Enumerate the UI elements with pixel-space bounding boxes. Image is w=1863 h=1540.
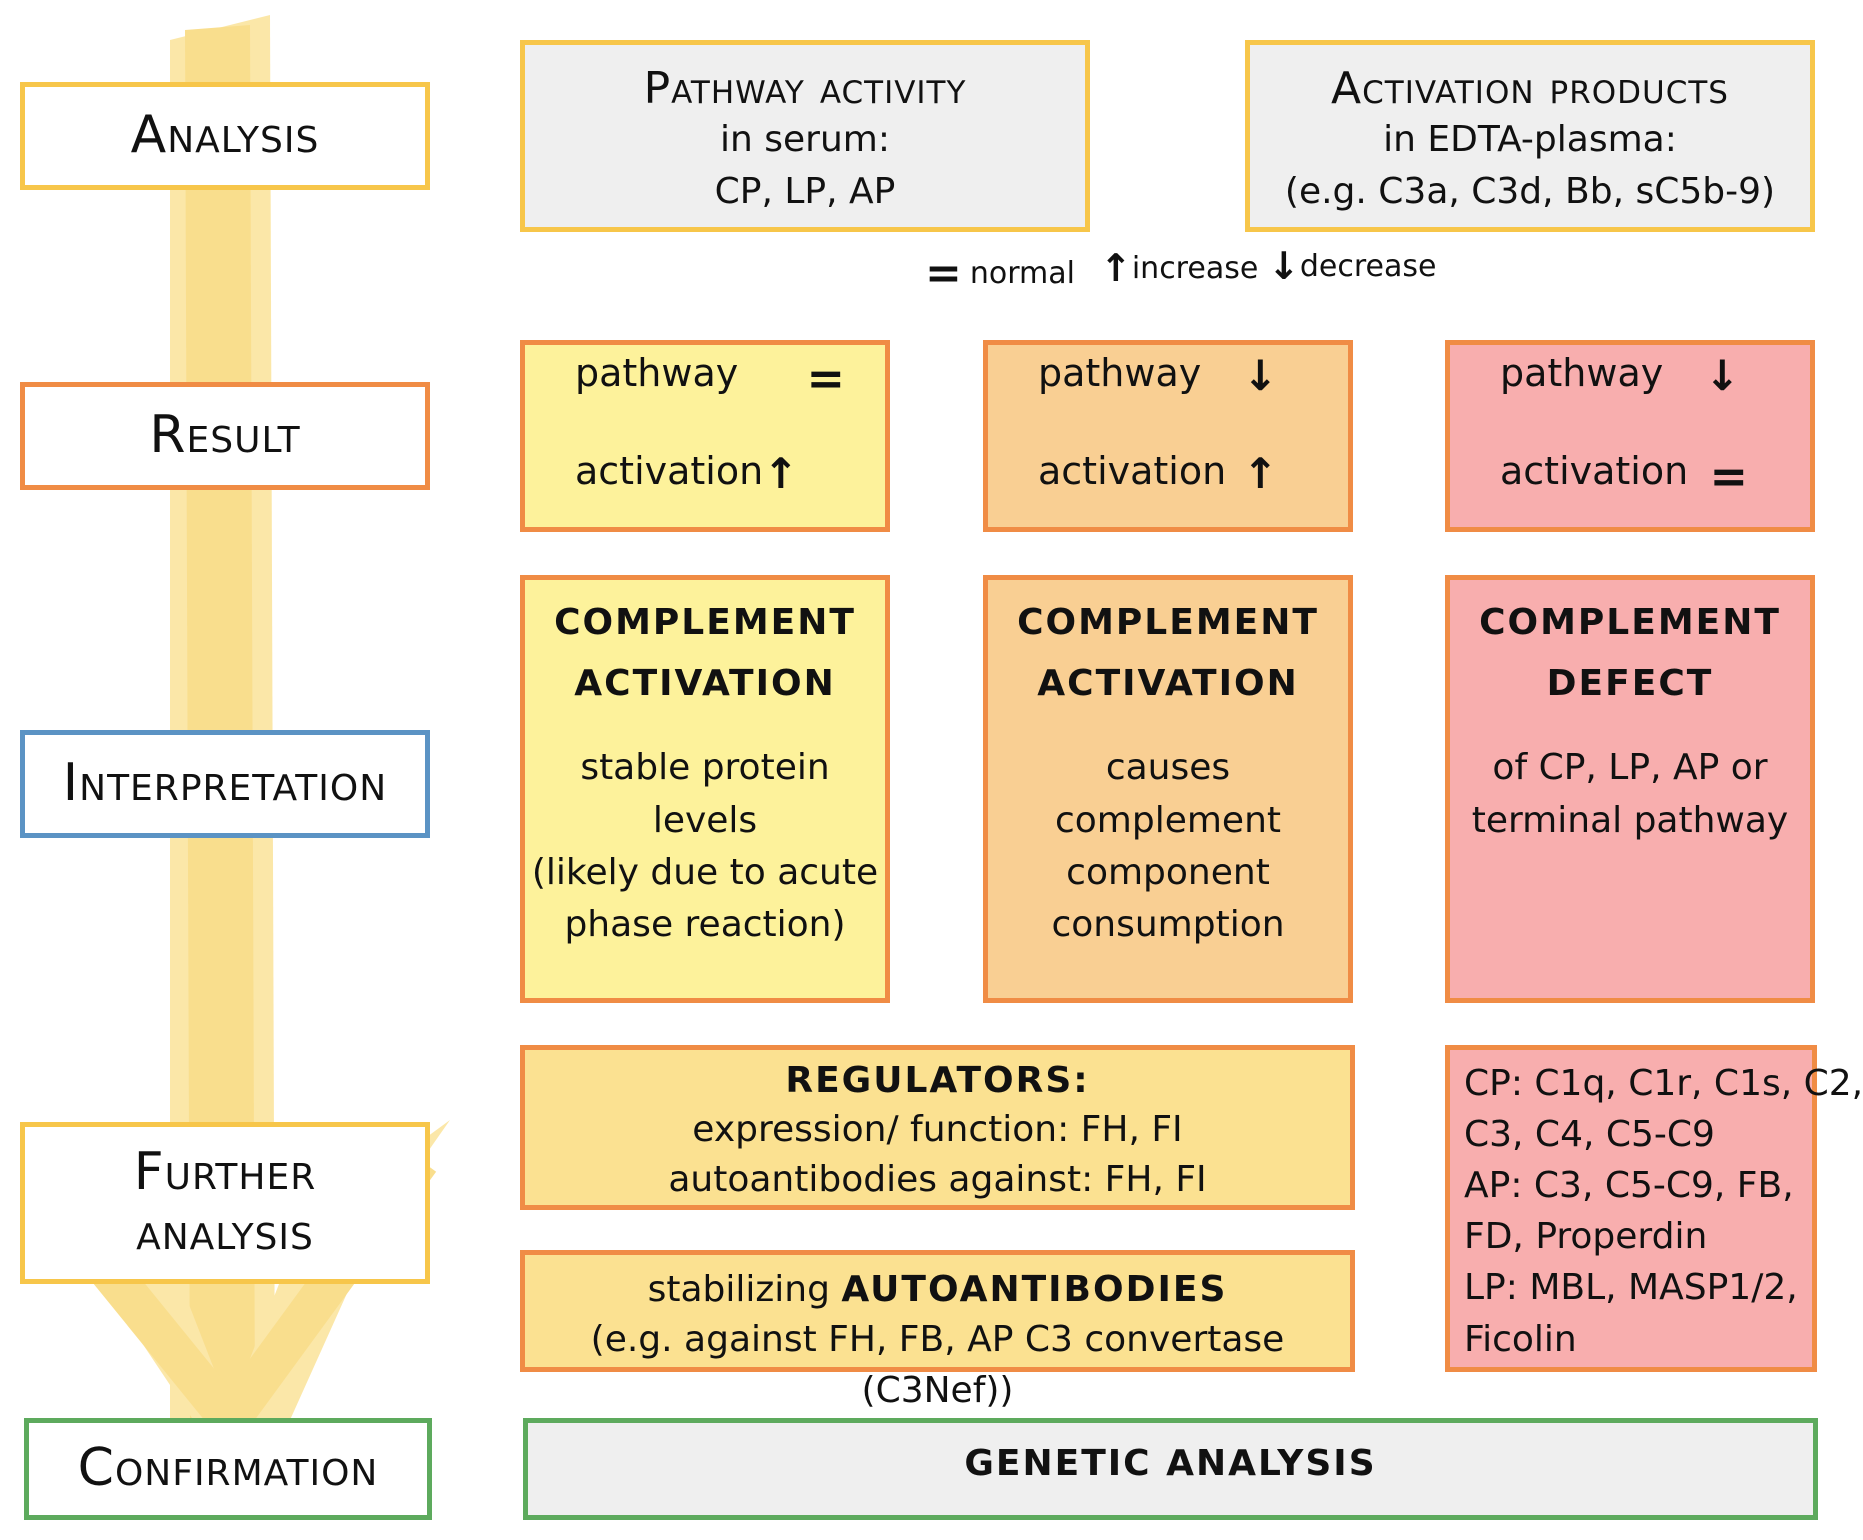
interpretation-3-title-2: DEFECT	[1546, 663, 1714, 705]
pathway-activity-line1: in serum:	[720, 119, 890, 160]
interpretation-1-title-1: COMPLEMENT	[554, 602, 856, 643]
components-line-3: AP: C3, C5-C9, FB,	[1464, 1165, 1794, 1207]
components-line-1: CP: C1q, C1r, C1s, C2,	[1464, 1063, 1863, 1104]
interpretation-2-line-1: causes	[1105, 747, 1231, 789]
result-box-3: pathway ↓ activation =	[1445, 340, 1815, 532]
stage-interpretation-label: Interpretation	[62, 753, 388, 814]
interpretation-2-line-4: consumption	[1051, 903, 1285, 945]
interpretation-box-2: COMPLEMENT ACTIVATION causes complement …	[983, 575, 1353, 1003]
result-3-activation-row: activation =	[1500, 449, 1770, 503]
pathway-activity-line2: CP, LP, AP	[714, 171, 896, 213]
stage-further-label-1: Further	[133, 1142, 317, 1203]
interpretation-1-title-2: ACTIVATION	[574, 663, 836, 705]
autoantibodies-prefix: stabilizing	[647, 1269, 842, 1310]
increase-label: increase	[1131, 250, 1259, 286]
stage-result-label: Result	[149, 405, 301, 466]
result-2-activation-symbol: ↑	[1242, 449, 1278, 498]
result-2-pathway-symbol: ↓	[1242, 351, 1278, 400]
legend-normal: = normal	[925, 248, 1075, 299]
result-3-activation-label: activation	[1500, 449, 1689, 493]
genetic-analysis-box: GENETIC ANALYSIS	[523, 1418, 1818, 1520]
regulators-box: REGULATORS: expression/ function: FH, FI…	[520, 1045, 1355, 1210]
result-1-activation-symbol: ↑	[763, 449, 799, 498]
increase-icon: ↑	[1100, 246, 1132, 290]
result-1-pathway-label: pathway	[575, 351, 739, 395]
regulators-line2: autoantibodies against: FH, FI	[668, 1159, 1207, 1201]
interpretation-1-line-4: phase reaction)	[564, 903, 846, 945]
interpretation-1-line-1: stable protein	[580, 747, 830, 789]
autoantibodies-box: stabilizing AUTOANTIBODIES (e.g. against…	[520, 1250, 1355, 1411]
components-line-2: C3, C4, C5-C9	[1464, 1114, 1715, 1156]
activation-products-line2: (e.g. C3a, C3d, Bb, sC5b-9)	[1284, 171, 1776, 213]
pathway-activity-box: Pathway activity in serum: CP, LP, AP	[520, 40, 1090, 232]
result-1-activation-label: activation	[575, 449, 764, 493]
normal-label: normal	[969, 256, 1075, 291]
result-3-pathway-label: pathway	[1500, 351, 1664, 395]
stage-analysis: Analysis	[20, 82, 430, 190]
result-3-pathway-symbol: ↓	[1704, 351, 1740, 400]
interpretation-2-title-1: COMPLEMENT	[1017, 602, 1319, 643]
stage-further-label-2: analysis	[136, 1202, 314, 1262]
regulators-line1: expression/ function: FH, FI	[692, 1108, 1183, 1150]
result-box-2: pathway ↓ activation ↑	[983, 340, 1353, 532]
interpretation-box-3: COMPLEMENT DEFECT of CP, LP, AP or termi…	[1445, 575, 1815, 1003]
legend-decrease: ↓ decrease	[1268, 244, 1436, 288]
result-2-pathway-label: pathway	[1038, 351, 1202, 395]
regulators-title: REGULATORS:	[785, 1060, 1090, 1101]
legend-increase: ↑ increase	[1100, 246, 1258, 290]
result-1-pathway-symbol: =	[806, 351, 845, 405]
result-3-activation-symbol: =	[1709, 449, 1748, 503]
stage-interpretation: Interpretation	[20, 730, 430, 838]
components-line-5: LP: MBL, MASP1/2,	[1464, 1267, 1798, 1309]
result-box-1: pathway = activation ↑	[520, 340, 890, 532]
decrease-icon: ↓	[1268, 244, 1300, 288]
result-3-pathway-row: pathway ↓	[1500, 351, 1770, 400]
stage-analysis-label: Analysis	[130, 105, 320, 166]
components-line-6: Ficolin	[1464, 1318, 1577, 1360]
interpretation-3-title-1: COMPLEMENT	[1479, 602, 1781, 643]
stage-confirmation: Confirmation	[24, 1418, 432, 1520]
interpretation-2-line-2: complement	[1054, 799, 1282, 841]
activation-products-line1: in EDTA-plasma:	[1383, 119, 1677, 160]
result-1-pathway-row: pathway =	[575, 351, 845, 405]
result-2-activation-row: activation ↑	[1038, 449, 1308, 498]
interpretation-3-line-1: of CP, LP, AP or	[1492, 747, 1768, 789]
result-2-pathway-row: pathway ↓	[1038, 351, 1308, 400]
activation-products-box: Activation products in EDTA-plasma: (e.g…	[1245, 40, 1815, 232]
interpretation-1-line-2: levels	[652, 799, 758, 841]
interpretation-1-line-3: (likely due to acute	[531, 851, 879, 893]
autoantibodies-title: AUTOANTIBODIES	[841, 1269, 1228, 1310]
stage-further-analysis: Further analysis	[20, 1122, 430, 1284]
components-line-4: FD, Properdin	[1464, 1216, 1708, 1258]
normal-symbol: =	[925, 248, 962, 299]
interpretation-2-line-3: component	[1066, 851, 1270, 893]
interpretation-box-1: COMPLEMENT ACTIVATION stable protein lev…	[520, 575, 890, 1003]
decrease-label: decrease	[1299, 248, 1437, 284]
interpretation-3-line-2: terminal pathway	[1471, 799, 1789, 841]
genetic-analysis-label: GENETIC ANALYSIS	[964, 1443, 1377, 1484]
activation-products-title: Activation products	[1331, 63, 1729, 114]
stage-confirmation-label: Confirmation	[77, 1438, 379, 1499]
result-2-activation-label: activation	[1038, 449, 1227, 493]
stage-result: Result	[20, 382, 430, 490]
components-box: CP: C1q, C1r, C1s, C2, C3, C4, C5-C9 AP:…	[1445, 1045, 1863, 1372]
pathway-activity-title: Pathway activity	[643, 63, 967, 114]
autoantibodies-line1: stabilizing AUTOANTIBODIES	[525, 1265, 1350, 1315]
interpretation-2-title-2: ACTIVATION	[1037, 663, 1299, 705]
autoantibodies-line2: (e.g. against FH, FB, AP C3 convertase (…	[590, 1319, 1285, 1411]
result-1-activation-row: activation ↑	[575, 449, 845, 498]
